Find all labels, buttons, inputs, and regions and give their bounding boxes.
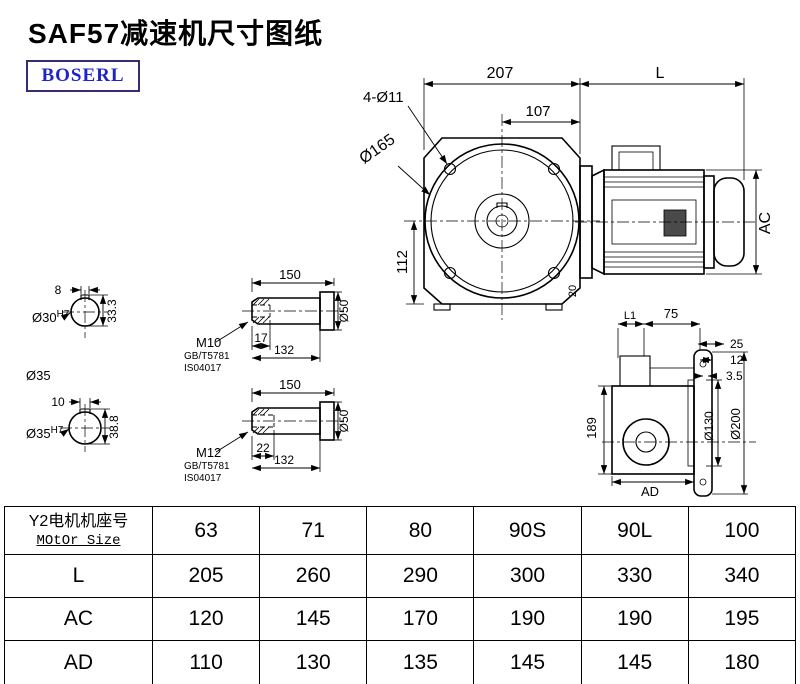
table-cell: 100 — [687, 506, 797, 555]
table-cell: 145 — [580, 640, 689, 684]
shaft-view-2: 150 22 132 M12 GB/T5781 IS04017 Ø50 — [184, 377, 351, 484]
table-cell: 130 — [259, 640, 368, 684]
dim-L: L — [656, 65, 665, 82]
dim-s1-132: 132 — [274, 343, 294, 357]
dim-O165: Ø165 — [357, 131, 399, 167]
table-cell: 300 — [473, 554, 582, 598]
dim-s2-132: 132 — [274, 453, 294, 467]
dim-AC: AC — [757, 212, 774, 234]
dim-O130: Ø130 — [702, 411, 716, 441]
dim-s1-17: 17 — [254, 331, 268, 345]
dim-s2-std1: GB/T5781 — [184, 461, 230, 472]
dim-AD: AD — [641, 484, 659, 499]
table-cell: 71 — [259, 506, 368, 555]
table-cell: 135 — [366, 640, 475, 684]
dim-bore2-label: Ø35H7 — [26, 425, 64, 441]
bore1-dia-text: Ø30 — [32, 310, 57, 325]
main-view: 207 L 107 4-Ø11 Ø165 112 AC 20 — [357, 65, 774, 320]
bore2-tol-text: H7 — [51, 425, 64, 436]
technical-drawing: 207 L 107 4-Ø11 Ø165 112 AC 20 — [26, 65, 774, 499]
dim-3-5: 3.5 — [726, 369, 743, 383]
dim-25: 25 — [730, 337, 744, 351]
table-cell: 110 — [151, 640, 261, 684]
table-row-motor-size: Y2电机机座号 MOtOr Size 63 71 80 90S 90L 100 — [4, 506, 797, 555]
dim-s1-thread: M10 — [196, 335, 221, 350]
bore-detail-1: 8 Ø30H7 33.3 Ø35 — [26, 283, 119, 383]
table-cell: 170 — [366, 597, 475, 641]
dim-O200: Ø200 — [728, 408, 743, 440]
dim-20: 20 — [567, 285, 579, 297]
table-cell: 80 — [366, 506, 475, 555]
table-cell: 340 — [687, 554, 797, 598]
table-cell: 205 — [151, 554, 261, 598]
dim-189: 189 — [584, 417, 599, 439]
dim-112: 112 — [394, 250, 411, 274]
dim-75: 75 — [664, 306, 678, 321]
dim-207: 207 — [487, 65, 514, 82]
table-cell: 260 — [259, 554, 368, 598]
dim-107: 107 — [525, 103, 550, 120]
table-row-AC: AC 120 145 170 190 190 195 — [4, 597, 797, 641]
table-cell: 145 — [259, 597, 368, 641]
dim-4xO11: 4-Ø11 — [363, 89, 404, 106]
logo-text: BOSERL — [41, 65, 125, 86]
dim-33-3: 33.3 — [105, 299, 119, 323]
table-cell: 63 — [151, 506, 261, 555]
dim-s2-22: 22 — [256, 441, 270, 455]
table-cell: 90S — [473, 506, 582, 555]
motor-size-label-en: MOtOr Size — [36, 532, 121, 549]
dim-bore1-label: Ø30H7 — [32, 309, 70, 325]
table-cell: 145 — [473, 640, 582, 684]
dim-s2-std2: IS04017 — [184, 473, 222, 484]
shaft-view-1: 150 17 132 M10 GB/T5781 IS04017 Ø50 — [184, 267, 351, 374]
row-label: AD — [4, 640, 153, 684]
table-cell: 195 — [687, 597, 797, 641]
page-title: SAF57减速机尺寸图纸 — [28, 18, 324, 49]
table-cell: 120 — [151, 597, 261, 641]
dim-s1-O50: Ø50 — [337, 299, 351, 322]
row-label: L — [4, 554, 153, 598]
dim-keyway-10: 10 — [51, 395, 65, 409]
side-view: L1 75 25 12 3.5 189 Ø130 Ø200 — [584, 306, 756, 499]
dim-38-8: 38.8 — [107, 415, 121, 439]
table-row-AD: AD 110 130 135 145 145 180 — [4, 640, 797, 684]
dim-s2-O50: Ø50 — [337, 409, 351, 432]
dim-s1-std1: GB/T5781 — [184, 351, 230, 362]
table-row-L: L 205 260 290 300 330 340 — [4, 554, 797, 598]
table-cell: 190 — [580, 597, 689, 641]
boserl-logo: BOSERL — [26, 60, 140, 92]
table-cell: 190 — [473, 597, 582, 641]
dim-s1-150: 150 — [279, 267, 301, 282]
dim-s2-thread: M12 — [196, 445, 221, 460]
table-cell: 180 — [687, 640, 797, 684]
table-cell: 90L — [580, 506, 689, 555]
bore2-dia-text: Ø35 — [26, 426, 51, 441]
dim-12: 12 — [730, 353, 744, 367]
bore-detail-2: 10 Ø35H7 38.8 — [26, 395, 121, 452]
dim-s1-std2: IS04017 — [184, 363, 222, 374]
table-header-label: Y2电机机座号 MOtOr Size — [4, 506, 153, 555]
table-cell: 330 — [580, 554, 689, 598]
dim-L1: L1 — [624, 310, 636, 322]
dim-keyway-8: 8 — [55, 283, 62, 297]
dim-s2-150: 150 — [279, 377, 301, 392]
dimension-table: Y2电机机座号 MOtOr Size 63 71 80 90S 90L 100 … — [4, 506, 797, 684]
dim-O35-label: Ø35 — [26, 368, 51, 383]
table-cell: 290 — [366, 554, 475, 598]
bore1-tol-text: H7 — [57, 309, 70, 320]
motor-size-label-cn: Y2电机机座号 — [28, 512, 129, 530]
row-label: AC — [4, 597, 153, 641]
